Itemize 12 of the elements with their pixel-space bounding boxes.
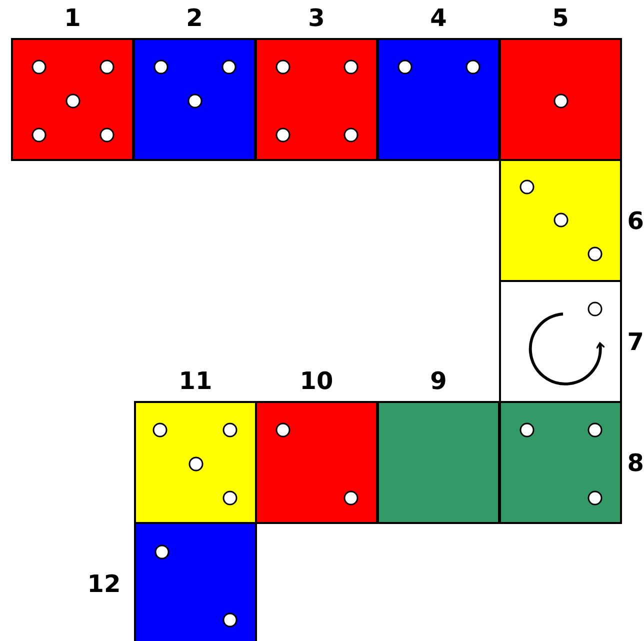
face-number: 4 (430, 6, 447, 30)
face-number: 11 (178, 369, 212, 393)
face-number: 1 (64, 6, 81, 30)
face-number: 5 (552, 6, 569, 30)
face-number: 7 (627, 330, 644, 354)
face-number: 3 (308, 6, 325, 30)
face-number: 2 (186, 6, 203, 30)
face-number: 8 (627, 450, 644, 474)
face-number: 9 (430, 369, 447, 393)
face-number: 10 (300, 369, 334, 393)
face-number: 12 (87, 572, 121, 596)
face-number: 6 (627, 208, 644, 232)
